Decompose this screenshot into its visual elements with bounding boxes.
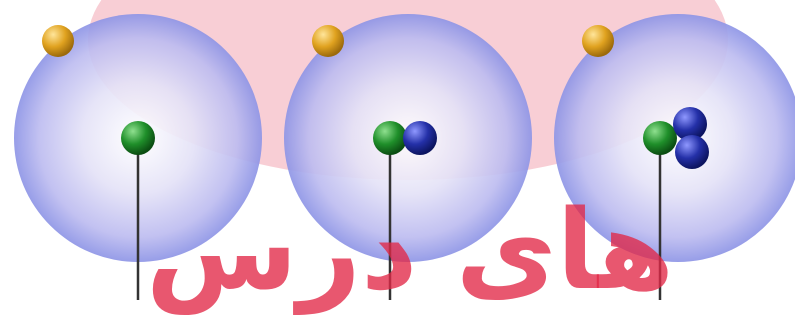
electron xyxy=(312,25,344,57)
watermark-text: های درس xyxy=(110,180,710,320)
electron xyxy=(42,25,74,57)
proton xyxy=(373,121,407,155)
electron xyxy=(582,25,614,57)
proton xyxy=(643,121,677,155)
neutron xyxy=(403,121,437,155)
proton xyxy=(121,121,155,155)
neutron xyxy=(675,135,709,169)
